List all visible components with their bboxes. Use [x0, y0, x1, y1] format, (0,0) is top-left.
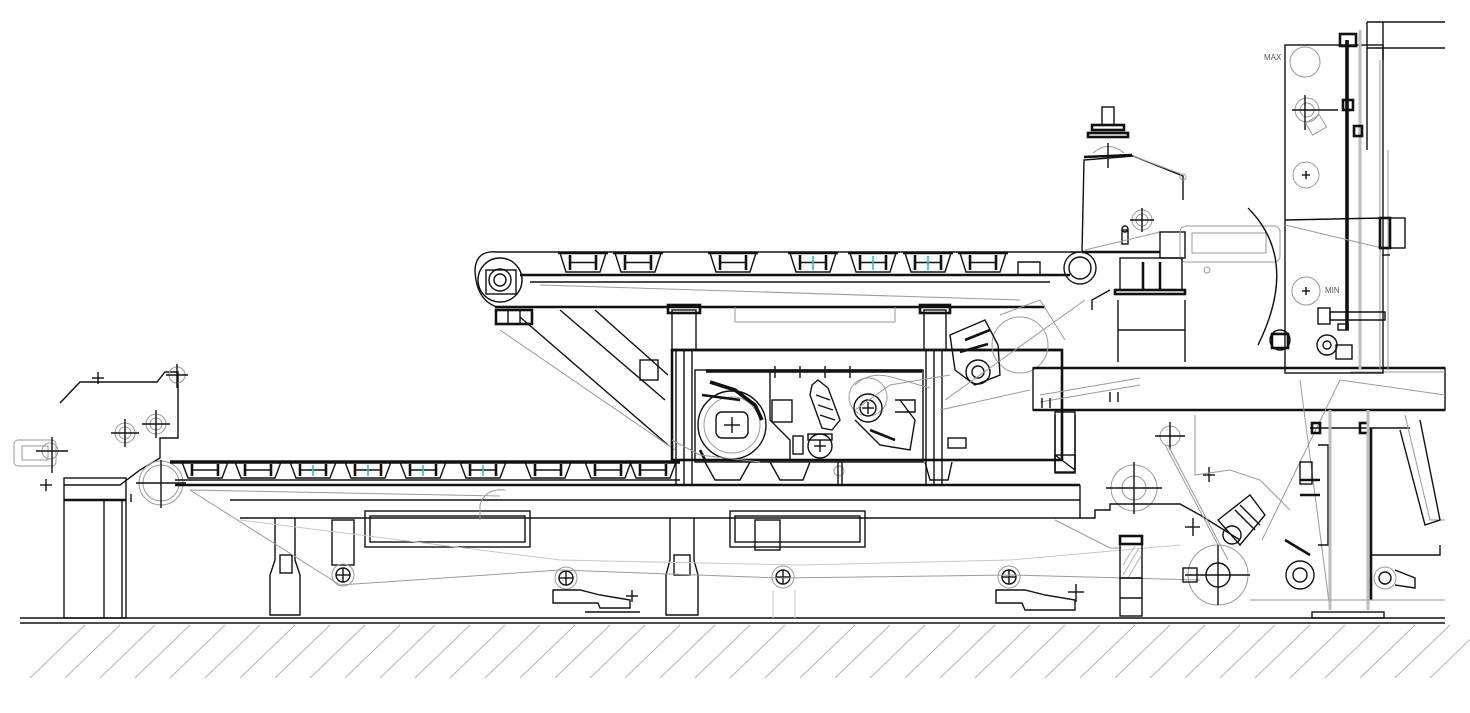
lower-support-legs [189, 489, 1201, 618]
suction-box [344, 461, 392, 479]
roll-icon [1316, 334, 1353, 360]
max-level-label: MAX [1264, 53, 1282, 62]
suction-box [904, 252, 952, 273]
small-roll [807, 433, 833, 459]
upper-wire-table [474, 251, 1097, 326]
roll-icon [997, 565, 1021, 589]
ground-line [20, 617, 1445, 624]
suction-box [459, 461, 507, 479]
roll-icon [554, 566, 578, 590]
suction-box [849, 252, 897, 273]
roll-icon [1106, 462, 1162, 514]
turning-roll [1063, 251, 1097, 285]
suction-box [614, 252, 662, 273]
lower-right-structure [1054, 379, 1445, 619]
suction-box [181, 461, 229, 479]
crosshair-icon [1155, 422, 1185, 450]
crosshair-icon [142, 410, 170, 438]
vacuum-roll [1182, 544, 1250, 606]
press-gearbox [939, 299, 1086, 449]
right-head-unit [1081, 106, 1281, 362]
crosshair-icon [166, 364, 188, 388]
left-headbox-unit [13, 364, 188, 619]
top-bearing [1086, 106, 1130, 168]
drive-roll-left [477, 257, 523, 303]
breast-roll [136, 460, 186, 508]
lower-wire-table [170, 460, 1081, 548]
upper-diagonal-struts [499, 309, 676, 451]
roll-icon [771, 565, 795, 589]
suction-box [584, 461, 632, 479]
roll-icon [331, 563, 355, 587]
level-tower: MAX MIN [1264, 21, 1445, 374]
press-rolls [671, 372, 953, 485]
drive-motor [1216, 494, 1266, 547]
crosshair-icon [36, 437, 68, 473]
right-platform [1032, 366, 1446, 473]
crosshair-icon [1130, 208, 1154, 232]
min-level-label: MIN [1325, 286, 1340, 295]
suction-box [709, 252, 757, 273]
headbox-nozzle [1179, 225, 1281, 274]
suction-box [234, 461, 282, 479]
suction-box [399, 461, 447, 479]
tension-roll-max [1289, 46, 1321, 78]
suction-box [289, 461, 337, 479]
suction-box [559, 252, 607, 273]
suction-box [959, 252, 1007, 273]
suction-box [629, 461, 677, 479]
suction-box [789, 252, 837, 273]
felt-roll [848, 377, 916, 451]
ground-hatch [29, 624, 1470, 679]
suction-box [524, 461, 572, 479]
roll-icon [1269, 329, 1291, 351]
large-press-roll [697, 380, 767, 461]
roll-icon [1373, 566, 1416, 590]
spring-cylinder [809, 379, 841, 431]
roll-icon [1284, 538, 1315, 590]
crosshair-icon [111, 419, 139, 447]
crosshair-icon [1292, 95, 1338, 136]
